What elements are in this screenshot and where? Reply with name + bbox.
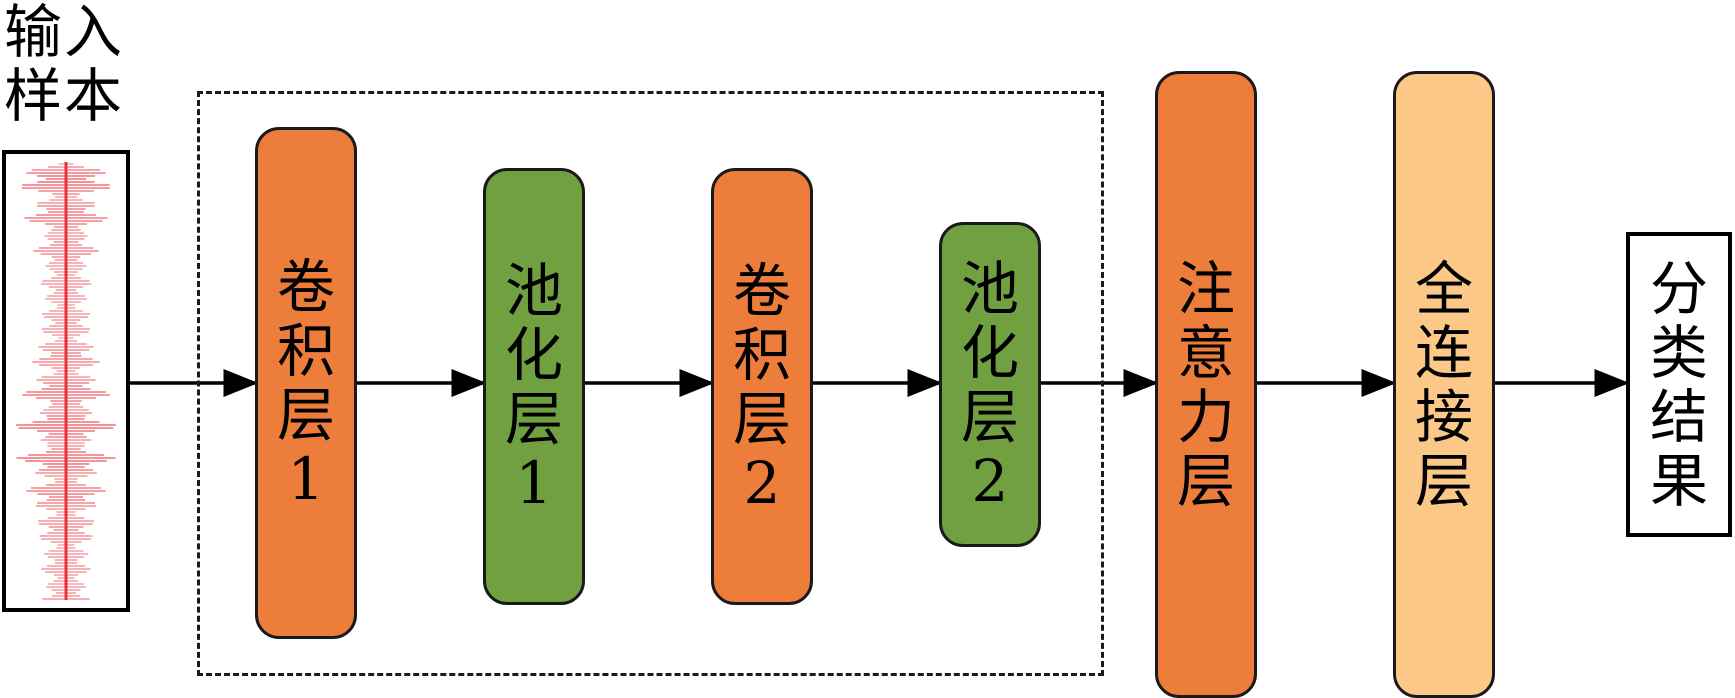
conv2-char-2: 积 [732,320,791,389]
pool1-number: 1 [515,448,553,517]
conv1-char-1: 卷 [276,253,335,321]
signal-waveform-icon [16,162,116,600]
result-char-4: 果 [1649,446,1708,515]
attn-char-2: 意 [1176,318,1235,387]
conv1-number: 1 [287,445,325,513]
pool2-char-2: 化 [960,318,1019,387]
pool2-number: 2 [971,446,1009,515]
pool1-char-3: 层 [504,384,563,453]
attn-char-4: 层 [1176,446,1235,515]
input-sample-box [2,150,130,612]
conv-layer-2-block: 卷 积 层 2 [711,168,813,605]
fc-char-1: 全 [1414,254,1473,323]
attn-char-3: 力 [1176,382,1235,451]
input-label-line-1: 输入 [4,0,125,66]
fully-connected-layer-block: 全 连 接 层 [1393,71,1495,698]
pool2-char-1: 池 [960,254,1019,323]
pool-layer-1-block: 池 化 层 1 [483,168,585,605]
conv-layer-1-block: 卷 积 层 1 [255,127,357,639]
pool2-char-3: 层 [960,382,1019,451]
attn-char-1: 注 [1176,254,1235,323]
conv2-char-3: 层 [732,384,791,453]
pool1-char-1: 池 [504,256,563,325]
fc-char-4: 层 [1414,446,1473,515]
classification-result-box: 分 类 结 果 [1626,232,1732,537]
fc-char-3: 接 [1414,382,1473,451]
pool-layer-2-block: 池 化 层 2 [939,222,1041,547]
result-char-2: 类 [1649,318,1708,387]
conv2-char-1: 卷 [732,256,791,325]
input-sample-label: 输入 样本 [4,0,134,128]
conv2-number: 2 [743,448,781,517]
result-char-1: 分 [1649,254,1708,323]
conv1-char-3: 层 [276,381,335,449]
input-label-line-2: 样本 [4,62,125,130]
feature-extraction-group [197,91,1104,676]
attention-layer-block: 注 意 力 层 [1155,71,1257,698]
pool1-char-2: 化 [504,320,563,389]
fc-char-2: 连 [1414,318,1473,387]
conv1-char-2: 积 [276,317,335,385]
result-char-3: 结 [1649,382,1708,451]
